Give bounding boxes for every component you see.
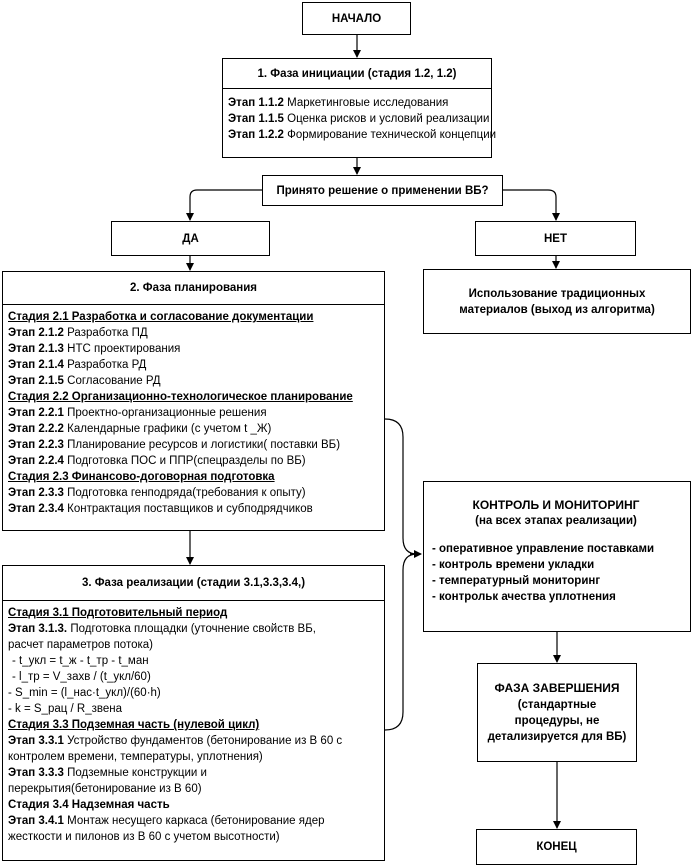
traditional-label: Использование традиционных материалов (в… (459, 287, 655, 316)
control-title: КОНТРОЛЬ И МОНИТОРИНГ (472, 498, 640, 512)
phase3-box: 3. Фаза реализации (стадии 3.1,3.3,3.4,)… (2, 565, 385, 861)
completion-box: ФАЗА ЗАВЕРШЕНИЯ (стандартные процедуры, … (477, 663, 637, 762)
phase2-box: 2. Фаза планирования Стадия 2.1 Разработ… (2, 271, 385, 531)
arrow-decision-yes (186, 189, 262, 221)
decision-node: Принято решение о применении ВБ? (262, 175, 503, 206)
phase2-title: 2. Фаза планирования (3, 272, 384, 305)
phase2-item: Этап 2.2.3 Планирование ресурсов и логис… (8, 439, 341, 451)
phase1-title: 1. Фаза инициации (стадия 1.2, 1.2) (223, 59, 491, 89)
phase2-item: Этап 2.3.4 Контрактация поставщиков и су… (8, 503, 313, 515)
phase1-item: Этап 1.1.5 Оценка рисков и условий реали… (228, 113, 490, 125)
phase2-item: Этап 2.1.5 Согласование РД (8, 375, 161, 387)
phase1-item: Этап 1.1.2 Маркетинговые исследования (228, 97, 449, 109)
phase1-box: 1. Фаза инициации (стадия 1.2, 1.2) Этап… (222, 58, 497, 158)
phase3-title: 3. Фаза реализации (стадии 3.1,3.3,3.4,) (3, 566, 384, 601)
no-node: НЕТ (475, 221, 636, 256)
phase2-items: Стадия 2.1 Разработка и согласование док… (3, 305, 384, 520)
phase3-items: Стадия 3.1 Подготовительный период Этап … (3, 601, 384, 848)
phase2-item: Этап 2.1.3 НТС проектирования (8, 343, 181, 355)
control-box: КОНТРОЛЬ И МОНИТОРИНГ (на всех этапах ре… (423, 481, 691, 632)
formula-line: - l_тр = V_захв / (t_укл/60) (12, 671, 151, 683)
phase3-item: Этап 3.1.3. Подготовка площадки (уточнен… (8, 623, 316, 651)
start-label: НАЧАЛО (331, 12, 382, 25)
completion-title: ФАЗА ЗАВЕРШЕНИЯ (494, 680, 620, 695)
stage-heading: Стадия 3.4 Надземная часть (8, 799, 170, 811)
phase2-item: Этап 2.2.4 Подготовка ПОС и ППР(спецразд… (8, 455, 306, 467)
yes-label: ДА (182, 232, 199, 245)
phase2-item: Этап 2.3.3 Подготовка генподряда(требова… (8, 487, 306, 499)
control-item: - контроль времени укладки (432, 559, 595, 571)
start-node: НАЧАЛО (302, 2, 411, 35)
phase2-item: Этап 2.1.2 Разработка ПД (8, 327, 148, 339)
formula-line: - k = S_рац / R_звена (8, 703, 123, 715)
phase2-item: Этап 2.2.2 Календарные графики (с учетом… (8, 423, 272, 435)
control-subtitle: (на всех этапах реализации) (475, 515, 637, 527)
stage-heading: Стадия 2.2 Организационно-технологическо… (8, 391, 353, 403)
decision-label: Принято решение о применении ВБ? (276, 184, 489, 197)
stage-heading: Стадия 3.3 Подземная часть (нулевой цикл… (8, 719, 260, 731)
yes-node: ДА (111, 221, 270, 256)
no-label: НЕТ (544, 232, 567, 245)
control-list: - оперативное управление поставками - ко… (432, 541, 680, 605)
stage-heading: Стадия 2.1 Разработка и согласование док… (8, 311, 314, 323)
control-item: - оперативное управление поставками (432, 543, 655, 555)
control-item: - контрольк ачества уплотнения (432, 591, 616, 603)
arrow-decision-no (503, 189, 560, 221)
brace-to-control (384, 418, 418, 731)
control-item: - температурный мониторинг (432, 575, 601, 587)
stage-heading: Стадия 2.3 Финансово-договорная подготов… (8, 471, 275, 483)
phase2-item: Этап 2.1.4 Разработка РД (8, 359, 147, 371)
stage-heading: Стадия 3.1 Подготовительный период (8, 607, 228, 619)
phase3-item: Этап 3.4.1 Монтаж несущего каркаса (бето… (8, 815, 325, 843)
traditional-node: Использование традиционных материалов (в… (423, 269, 691, 334)
phase3-item: Этап 3.3.3 Подземные конструкции и перек… (8, 767, 207, 795)
phase3-item: Этап 3.3.1 Устройство фундаментов (бетон… (8, 735, 343, 763)
formula-line: - t_укл = t_ж - t_тр - t_ман (12, 655, 149, 667)
phase1-item: Этап 1.2.2 Формирование технической конц… (228, 129, 497, 141)
formula-line: - S_min = (l_нас·t_укл)/(60·h) (8, 687, 161, 699)
completion-text: (стандартные процедуры, не детализируетс… (487, 698, 627, 743)
end-label: КОНЕЦ (536, 841, 577, 853)
end-node: КОНЕЦ (476, 829, 637, 865)
phase2-item: Этап 2.2.1 Проектно-организационные реше… (8, 407, 267, 419)
phase1-items: Этап 1.1.2 Маркетинговые исследования Эт… (223, 89, 497, 146)
